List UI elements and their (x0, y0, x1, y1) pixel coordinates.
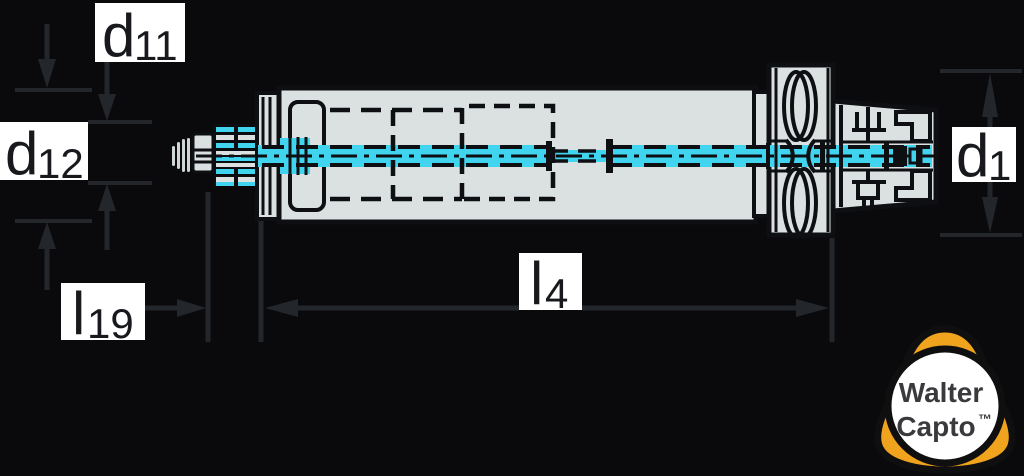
dimension-labels: d11 d12 d1 l19 l4 (0, 2, 1016, 347)
logo-text-capto: Capto (896, 411, 975, 442)
front-tip-serration (172, 138, 190, 172)
tool-adapter-body (172, 62, 939, 239)
d1-sub: 1 (988, 142, 1011, 189)
logo-text-walter: Walter (899, 377, 984, 408)
d1-top-arrowhead (982, 73, 998, 117)
svg-text:l4: l4 (530, 250, 568, 317)
d12-top-arrowhead (38, 59, 56, 88)
d11-base: d (102, 2, 135, 69)
clamp-mechanism (839, 105, 933, 207)
d12-base: d (5, 120, 38, 187)
l19-sub: 19 (87, 300, 134, 347)
label-l19: l19 (61, 280, 145, 347)
label-d1: d1 (952, 122, 1016, 189)
d11-bottom-arrowhead (98, 184, 116, 211)
d11-sub: 11 (134, 22, 178, 69)
label-l4: l4 (519, 250, 582, 317)
logo-trademark: ™ (978, 411, 992, 427)
d1-bottom-arrowhead (982, 197, 998, 233)
svg-text:l19: l19 (72, 280, 134, 347)
l19-left-arrowhead (177, 299, 206, 317)
l4-base: l (530, 250, 543, 317)
label-d12: d12 (0, 120, 88, 187)
flange-lobe-bottom (782, 167, 810, 239)
l19-base: l (72, 280, 85, 347)
d12-sub: 12 (37, 140, 84, 187)
dimension-lines (15, 24, 1022, 342)
svg-text:d12: d12 (5, 120, 84, 187)
channel-wide-left (258, 145, 550, 167)
dashed-bore-box (459, 103, 556, 202)
d11-top-arrowhead (98, 94, 116, 121)
d1-base: d (956, 122, 989, 189)
l4-left-arrowhead (265, 299, 298, 317)
d12-bottom-arrowhead (38, 222, 56, 249)
l4-right-arrowhead (796, 299, 829, 317)
internal-detail-lines (196, 68, 938, 239)
front-block (191, 132, 215, 174)
l4-sub: 4 (545, 270, 568, 317)
walter-capto-logo: Walter Capto ™ (874, 325, 1016, 474)
logo-circle (884, 345, 1006, 467)
svg-text:d11: d11 (102, 2, 178, 69)
flange-lobe-top (782, 70, 810, 142)
label-d11: d11 (95, 2, 185, 69)
svg-text:d1: d1 (956, 122, 1011, 189)
